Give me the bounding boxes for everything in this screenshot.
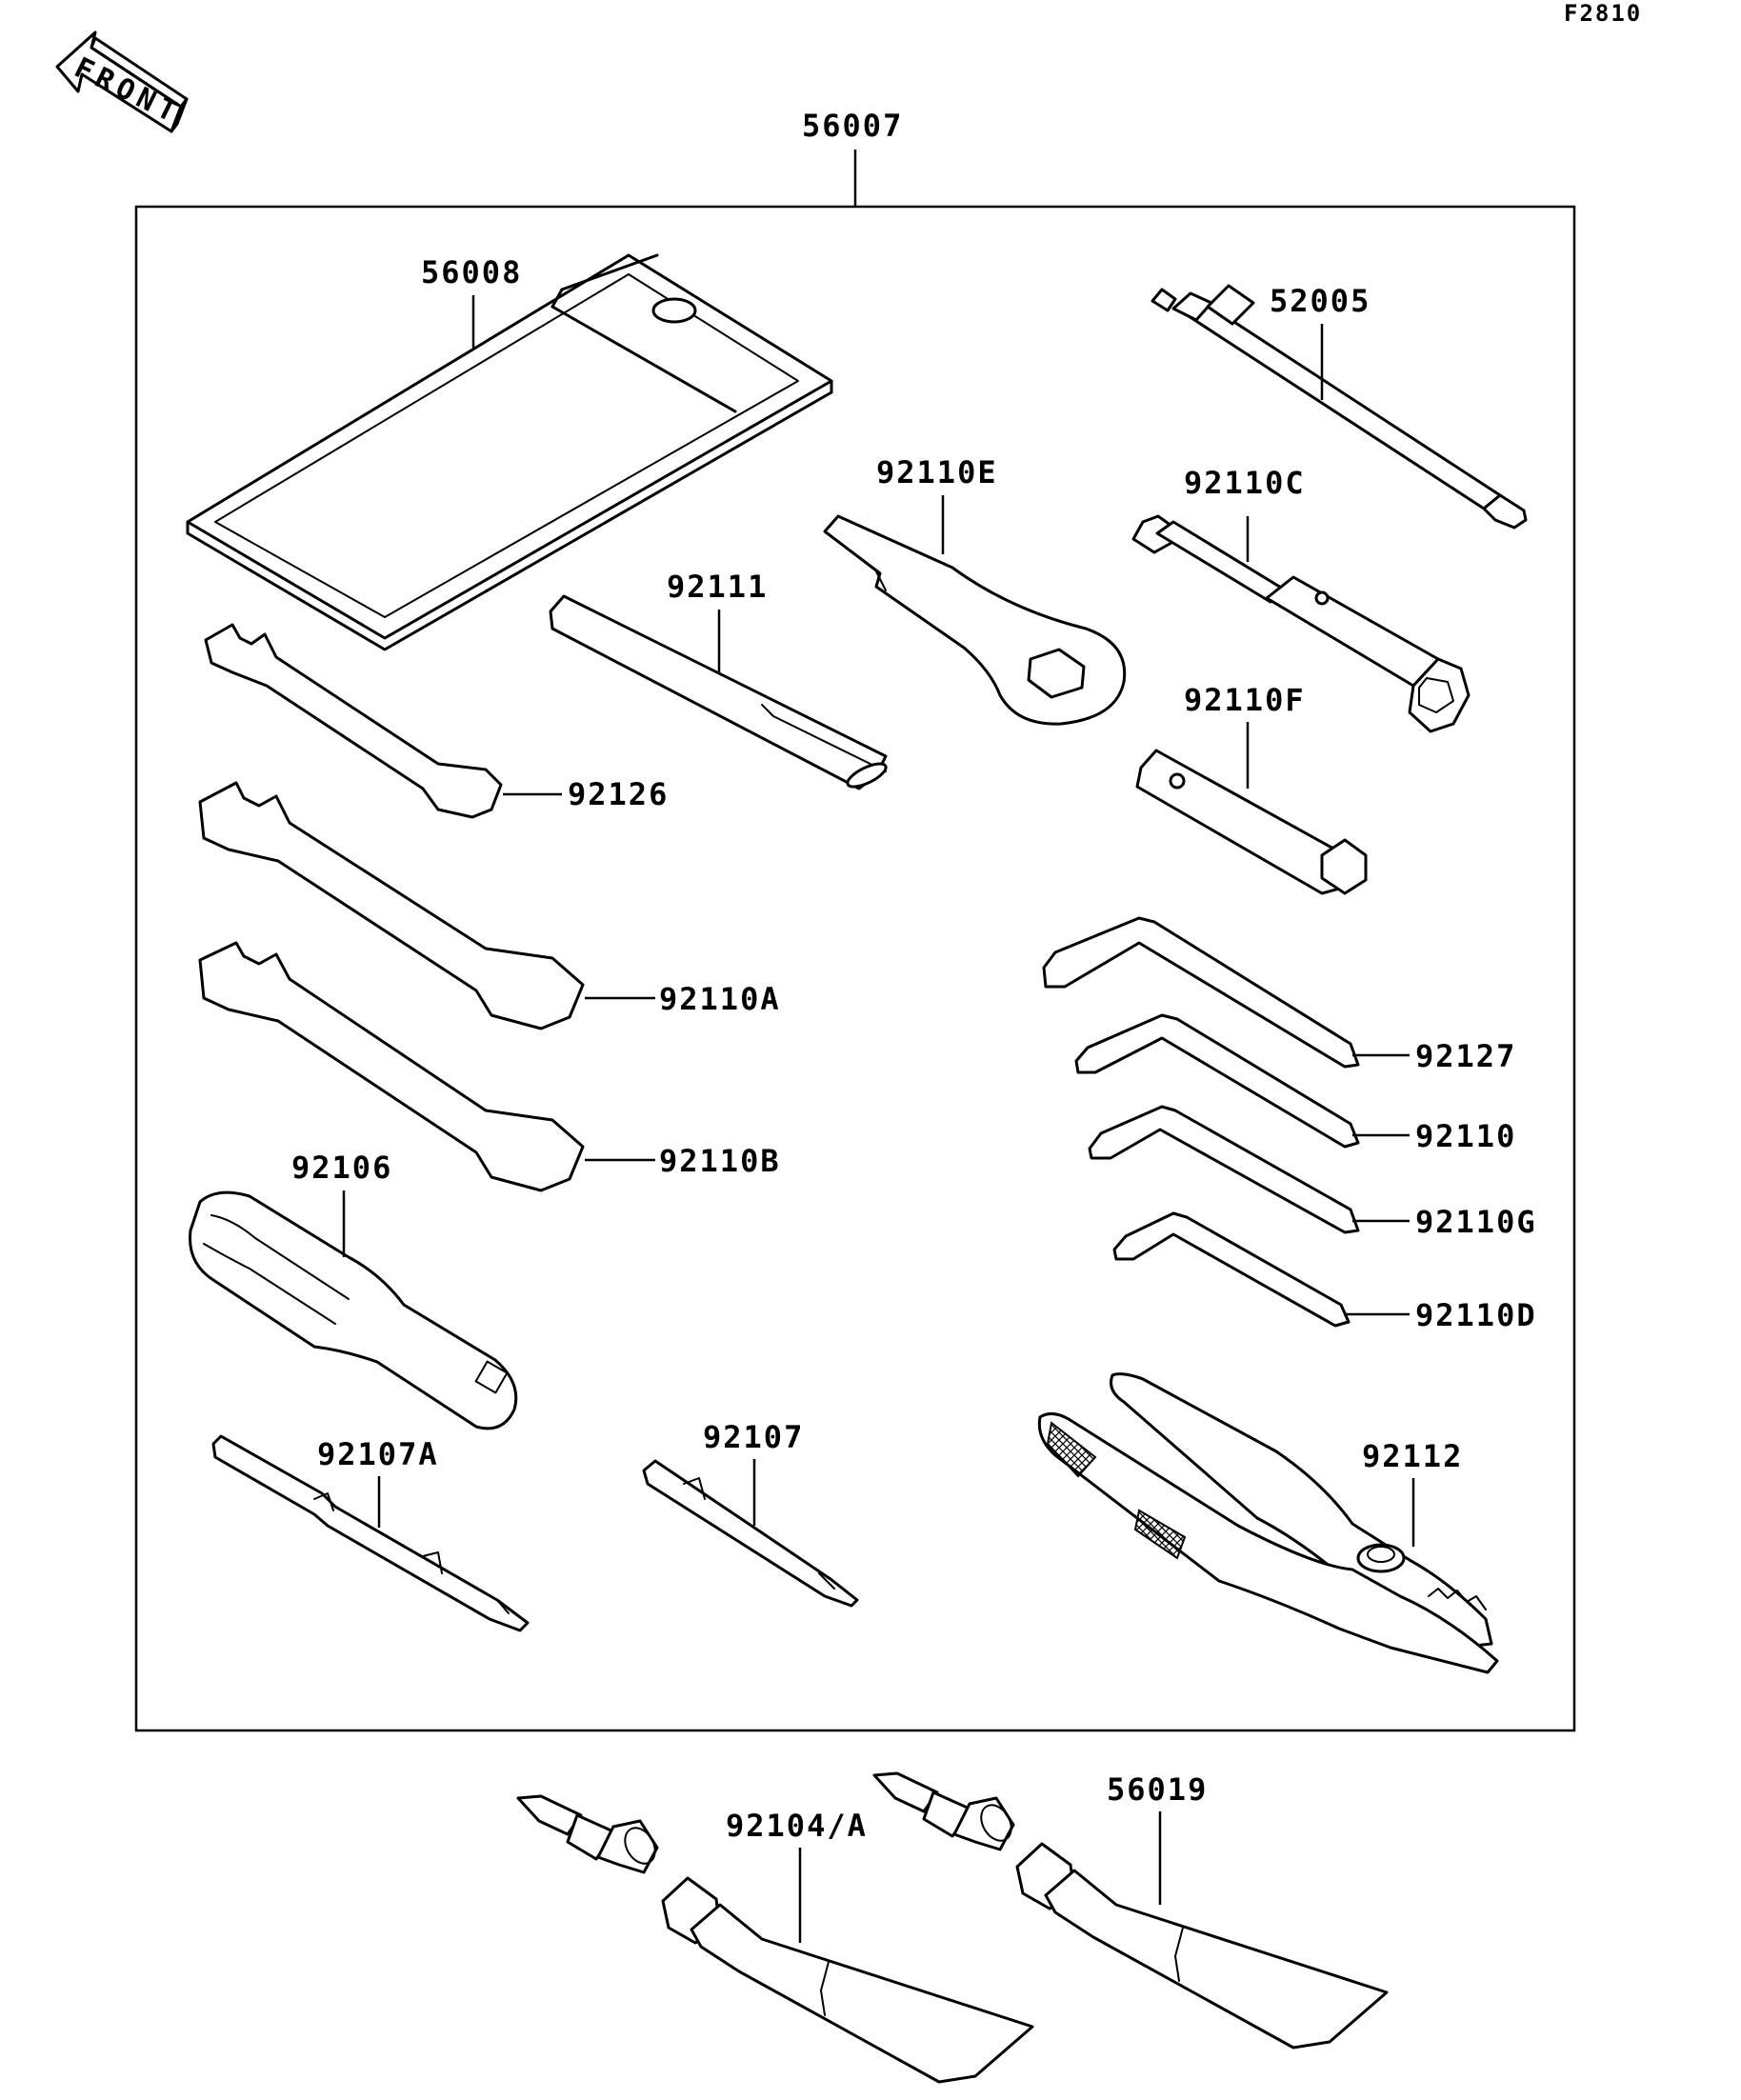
hex-key-92110 [1074,1013,1410,1149]
handle-bar [549,594,888,790]
grease-tube-92104 [516,1794,1034,2084]
label-92110C: 92110C [1184,465,1306,501]
hex-key-92127 [1042,916,1410,1069]
label-92126: 92126 [568,776,669,812]
label-92110G: 92110G [1415,1204,1537,1240]
kit-box [134,150,1576,1732]
label-92110A: 92110A [659,981,781,1017]
label-92107: 92107 [703,1419,804,1455]
label-92110: 92110 [1415,1118,1516,1154]
label-92112: 92112 [1362,1438,1463,1474]
label-92106: 92106 [291,1150,392,1186]
label-92127: 92127 [1415,1038,1516,1074]
hex-key-92110G [1088,1105,1410,1234]
open-wrench-b [198,941,655,1192]
label-92110E: 92110E [876,454,998,490]
grease-tube-56019 [872,1771,1389,2050]
socket-wrench [1131,514,1471,733]
tool-52005 [1151,284,1528,530]
hex-key-92110D [1112,1211,1410,1328]
box-wrench [823,495,1127,726]
front-arrow-icon: FRONT [55,30,189,133]
label-92110B: 92110B [659,1143,781,1179]
double-bit [211,1434,530,1632]
label-92111: 92111 [667,569,768,605]
bit [642,1459,859,1608]
front-label: FRONT [69,51,186,131]
label-92107A: 92107A [317,1436,439,1472]
label-56019: 56019 [1107,1771,1208,1808]
pliers [1037,1372,1499,1674]
label-92110F: 92110F [1184,682,1306,718]
spark-plug-wrench [1135,722,1368,895]
small-open-wrench [204,623,562,819]
figure-code: F2810 [1564,0,1642,27]
label-52005: 52005 [1270,283,1371,319]
label-56008: 56008 [421,254,522,290]
tool-pouch [186,253,833,651]
label-92110D: 92110D [1415,1297,1537,1333]
label-92104-A: 92104/A [726,1808,868,1844]
open-wrench-a [198,781,655,1030]
label-56007: 56007 [802,108,903,144]
screwdriver-grip [189,1190,518,1430]
